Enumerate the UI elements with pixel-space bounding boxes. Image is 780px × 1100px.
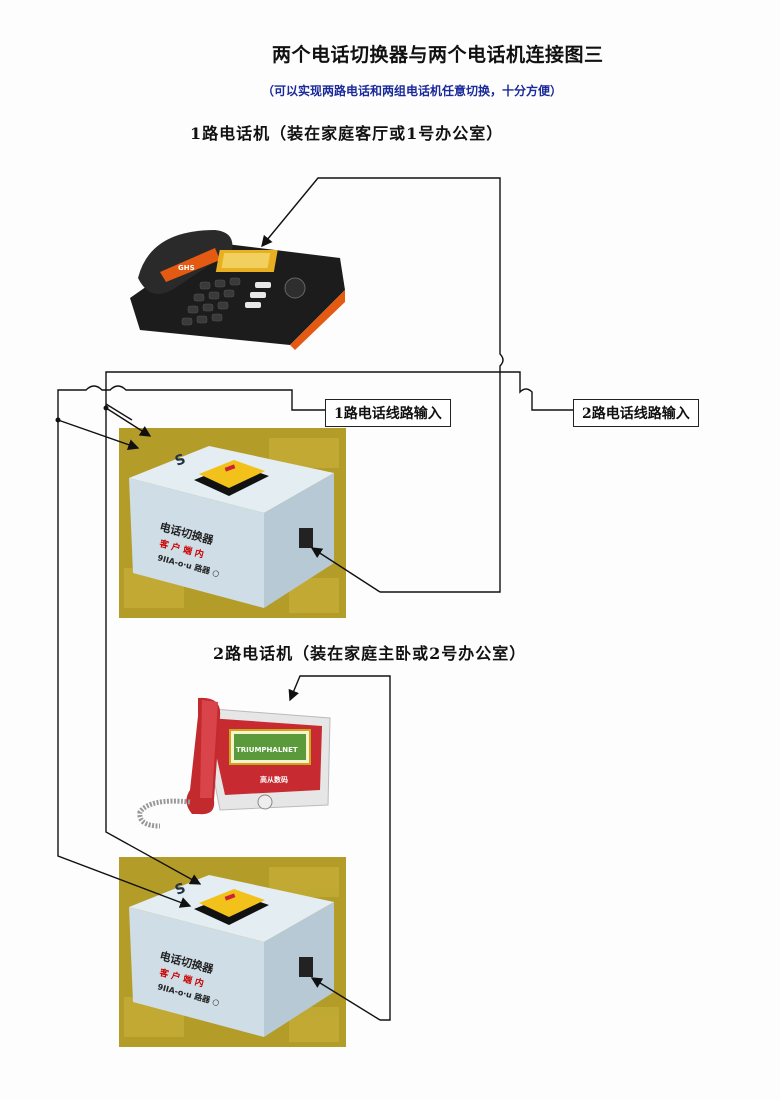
wire-line2-branch bbox=[105, 403, 133, 421]
phone2-brand: 高从数码 bbox=[260, 775, 288, 784]
phone1-image: GHS bbox=[130, 230, 345, 350]
wire-phone2 bbox=[288, 675, 391, 1021]
wire-switch2-port bbox=[310, 977, 381, 1021]
phone2-screen-text: TRIUMPHALNET bbox=[236, 746, 298, 754]
diagram-subtitle: （可以实现两路电话和两组电话机任意切换，十分方便） bbox=[262, 84, 563, 98]
switch-box-1-image: S 电话切换器 客 户 端 内 9IIA-o·u 路器 ○ bbox=[119, 428, 346, 618]
line2-input-box: 2路电话线路输入 bbox=[573, 399, 699, 427]
wire-switch1-port bbox=[310, 547, 381, 593]
line1-input-box: 1路电话线路输入 bbox=[325, 399, 451, 427]
wire-line1 bbox=[57, 385, 325, 908]
diagram-title: 两个电话切换器与两个电话机连接图三 bbox=[272, 44, 604, 66]
phone2-image: TRIUMPHALNET 高从数码 bbox=[137, 697, 331, 829]
wire-line2 bbox=[105, 371, 573, 885]
wire-line2-to-switch1 bbox=[105, 407, 152, 437]
phone1-label: 1路电话机（装在家庭客厅或1号办公室） bbox=[190, 124, 504, 143]
switch-box-2-image: S 电话切换器 客 户 端 内 9IIA-o·u 路器 ○ bbox=[119, 857, 346, 1047]
wire-phone1 bbox=[261, 177, 504, 593]
wire-line1-to-switch1 bbox=[57, 419, 140, 451]
phone1-sticker-text: GHS bbox=[178, 264, 195, 272]
phone2-label: 2路电话机（装在家庭主卧或2号办公室） bbox=[213, 644, 527, 663]
